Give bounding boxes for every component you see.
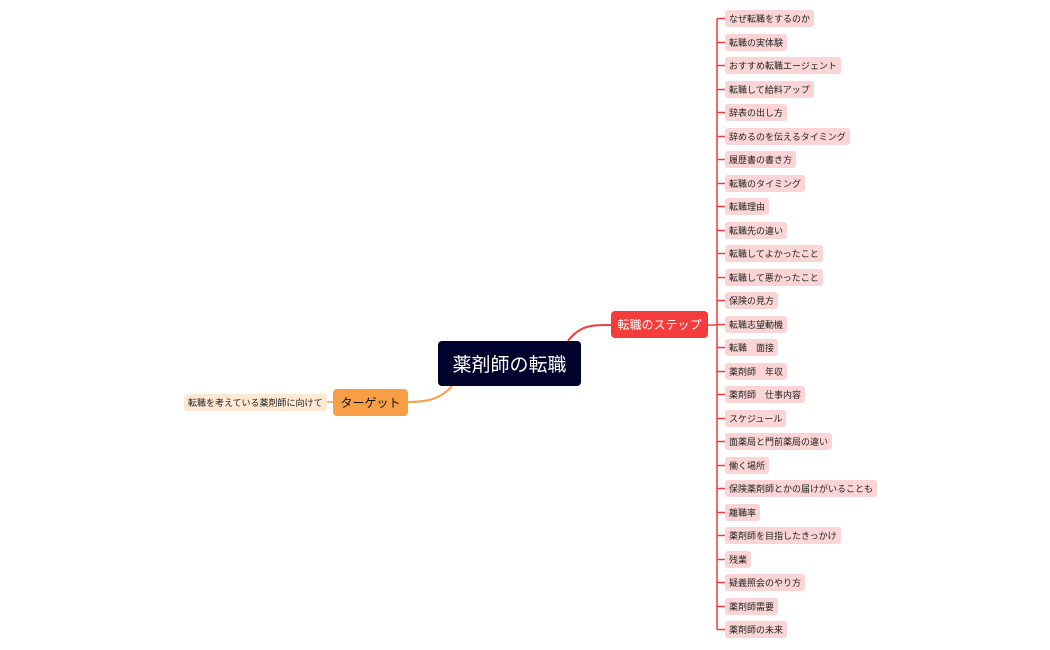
subtopic-11[interactable]: 転職してよかったこと (725, 245, 823, 262)
subtopic-27[interactable]: 薬剤師の未来 (725, 621, 788, 638)
subtopic-26[interactable]: 薬剤師需要 (725, 598, 779, 615)
right-sub-connectors (708, 17, 725, 631)
subtopic-14[interactable]: 転職志望動機 (725, 316, 788, 333)
branch-topic-steps[interactable]: 転職のステップ (611, 311, 708, 338)
subtopic-5[interactable]: 辞表の出し方 (725, 104, 788, 121)
subtopic-9[interactable]: 転職理由 (725, 198, 770, 215)
branch-topic-target[interactable]: ターゲット (333, 389, 408, 416)
subtopic-16[interactable]: 薬剤師 年収 (725, 363, 788, 380)
connector-central-to-left-branch (407, 385, 453, 403)
subtopic-24[interactable]: 残業 (725, 551, 752, 568)
subtopic-10[interactable]: 転職先の違い (725, 222, 788, 239)
subtopic-21[interactable]: 保険薬剤師とかの届けがいることも (725, 480, 878, 497)
subtopic-18[interactable]: スケジュール (725, 410, 787, 427)
subtopic-17[interactable]: 薬剤師 仕事内容 (725, 386, 806, 403)
subtopic-7[interactable]: 履歴書の書き方 (725, 151, 797, 168)
subtopic-19[interactable]: 面薬局と門前薬局の違い (725, 433, 833, 450)
subtopic-25[interactable]: 疑義照会のやり方 (725, 574, 806, 591)
subtopic-23[interactable]: 薬剤師を目指したきっかけ (725, 527, 841, 544)
subtopic-4[interactable]: 転職して給料アップ (725, 81, 814, 98)
subtopic-20[interactable]: 働く場所 (725, 457, 770, 474)
subtopic-1[interactable]: なぜ転職をするのか (725, 10, 815, 27)
subtopic-3[interactable]: おすすめ転職エージェント (725, 57, 841, 74)
connector-central-to-right-branch (567, 324, 612, 342)
subtopic-2[interactable]: 転職の実体験 (725, 34, 788, 51)
subtopic-target[interactable]: 転職を考えている薬剤師に向けて (184, 394, 327, 411)
subtopic-15[interactable]: 転職 面接 (725, 339, 779, 356)
subtopic-12[interactable]: 転職して悪かったこと (725, 269, 823, 286)
central-topic[interactable]: 薬剤師の転職 (438, 341, 581, 386)
subtopic-6[interactable]: 辞めるのを伝えるタイミング (725, 128, 850, 145)
subtopic-8[interactable]: 転職のタイミング (725, 175, 806, 192)
subtopic-13[interactable]: 保険の見方 (725, 292, 779, 309)
subtopic-22[interactable]: 離職率 (725, 504, 761, 521)
